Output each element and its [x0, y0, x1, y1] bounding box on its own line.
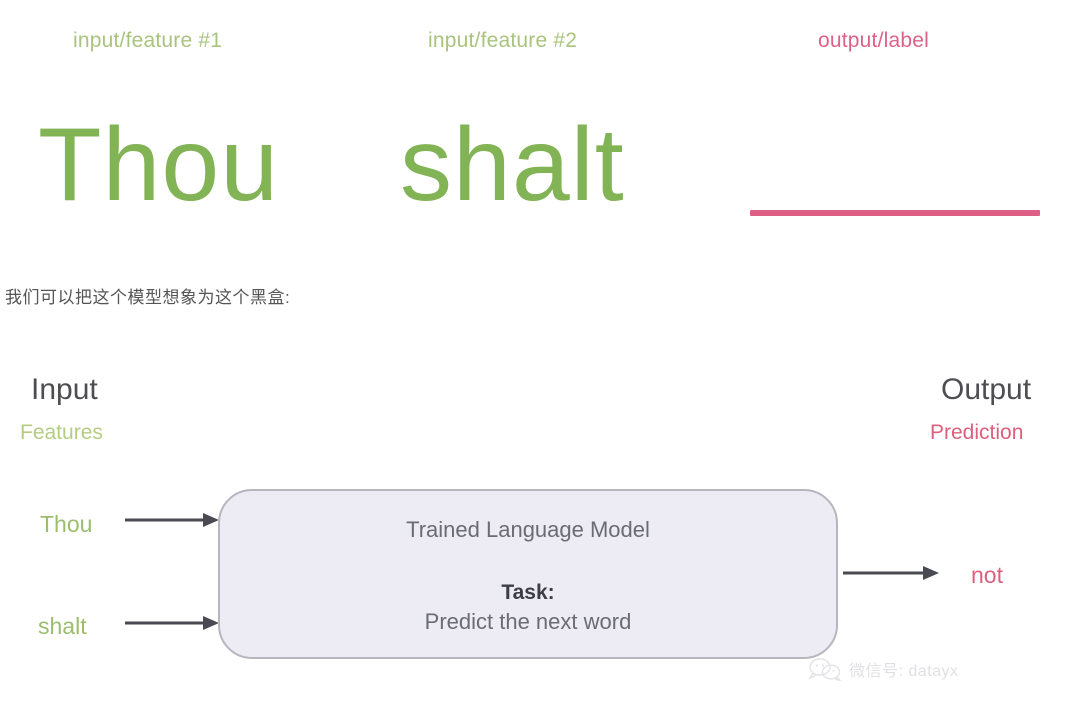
input-token-shalt: shalt — [38, 613, 87, 639]
model-black-box: Trained Language Model Task: Predict the… — [218, 489, 838, 659]
input-subheading: Features — [20, 421, 103, 444]
output-subheading: Prediction — [930, 421, 1024, 444]
annotation-input-feature-2: input/feature #2 — [428, 29, 578, 52]
sentence-blank-underline — [750, 210, 1040, 216]
caption-text: 我们可以把这个模型想象为这个黑盒: — [5, 288, 291, 307]
wechat-logo-icon — [808, 658, 842, 681]
sentence-word-shalt: shalt — [400, 107, 625, 223]
output-arrow-icon — [843, 566, 939, 580]
input-arrow-2-icon — [125, 616, 219, 630]
output-heading: Output — [941, 373, 1032, 406]
output-token-not: not — [971, 562, 1003, 588]
model-box-title: Trained Language Model — [406, 517, 650, 542]
watermark-text: 微信号: datayx — [849, 663, 959, 680]
model-box-task-description: Predict the next word — [424, 609, 632, 634]
annotation-output-label: output/label — [818, 29, 929, 52]
sentence-word-thou: Thou — [38, 107, 280, 223]
watermark: 微信号: datayx — [808, 657, 959, 681]
annotation-input-feature-1: input/feature #1 — [73, 29, 223, 52]
input-heading: Input — [31, 373, 98, 406]
input-arrow-1-icon — [125, 513, 219, 527]
input-token-thou: Thou — [40, 511, 93, 537]
model-box-task-label: Task: — [501, 581, 555, 604]
